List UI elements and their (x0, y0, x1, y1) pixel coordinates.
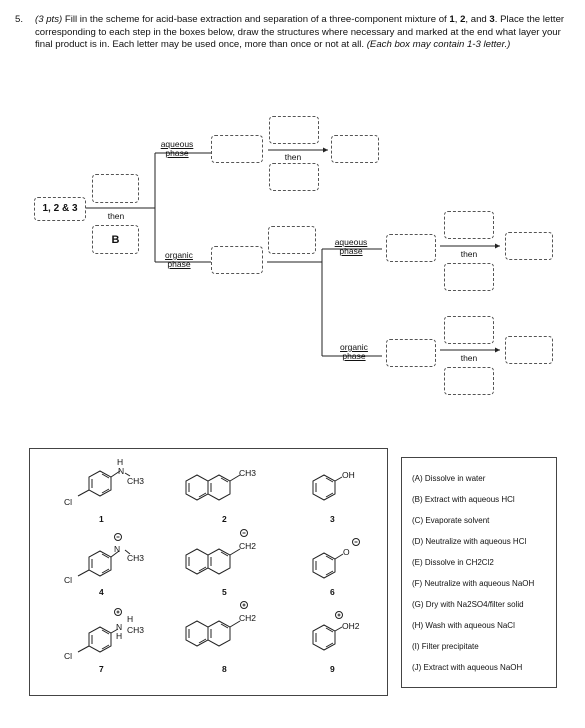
then-label: then (460, 353, 478, 363)
atom-ch3: CH3 (127, 476, 144, 486)
organic-phase-label-2: organic phase (340, 342, 368, 361)
compound-number-4: 4 (99, 587, 104, 597)
compound-number-3: 3 (330, 514, 335, 524)
compound-number-9: 9 (330, 664, 335, 674)
legend-item-b: (B) Extract with aqueous HCl (412, 495, 515, 504)
compound-1-structure (77, 470, 131, 497)
then-label: then (460, 249, 478, 259)
atom-ch3: CH3 (239, 468, 256, 478)
legend-item-h: (H) Wash with aqueous NaCl (412, 621, 515, 630)
atom-cl: Cl (64, 575, 72, 585)
compound-7-structure (77, 608, 122, 653)
sep: , and (465, 14, 490, 25)
atom-h: H (127, 614, 133, 624)
legend-item-j: (J) Extract with aqueous NaOH (412, 663, 523, 672)
compound-number-5: 5 (222, 587, 227, 597)
atom-h: H (116, 631, 122, 641)
answer-box-aq3[interactable] (269, 163, 319, 191)
sep: , (454, 14, 461, 25)
aqueous-phase-label: aqueous phase (160, 139, 194, 158)
answer-box-aq2-2[interactable] (444, 211, 494, 239)
answer-box-org2-3[interactable] (444, 367, 494, 395)
atom-ch3: CH3 (127, 553, 144, 563)
answer-box-aq2[interactable] (269, 116, 319, 144)
compound-2-structure (185, 474, 241, 501)
compound-ref-1: 1 (449, 14, 455, 25)
answer-box-org1[interactable] (211, 246, 263, 274)
scheme-lines (86, 147, 500, 357)
compound-ref-3: 3 (489, 14, 495, 25)
start-mixture-label: 1, 2 & 3 (42, 203, 78, 214)
legend-item-i: (I) Filter precipitate (412, 642, 479, 651)
legend-item-e: (E) Dissolve in CH2Cl2 (412, 558, 494, 567)
legend-item-g: (G) Dry with Na2SO4/filter solid (412, 600, 524, 609)
compound-6-structure (312, 538, 360, 579)
atom-n: N (114, 544, 120, 554)
question-line2: Place the letter corresponding to each s… (35, 14, 565, 51)
atom-n: N (118, 466, 124, 476)
organic-phase-label: organic phase (165, 250, 193, 269)
compound-5-structure (185, 529, 248, 575)
answer-box-org2[interactable] (268, 226, 316, 254)
answer-box-step1a[interactable] (92, 174, 139, 203)
atom-oh: OH (342, 470, 355, 480)
legend-item-f: (F) Neutralize with aqueous NaOH (412, 579, 535, 588)
answer-box-aq2-product[interactable] (505, 232, 553, 260)
compound-number-7: 7 (99, 664, 104, 674)
compound-number-8: 8 (222, 664, 227, 674)
step-legend: (A) Dissolve in water (B) Extract with a… (401, 457, 557, 688)
compound-9-structure (312, 611, 343, 651)
answer-box-org2-1[interactable] (386, 339, 436, 367)
question-text: 5. (3 pts) Fill in the scheme for acid-b… (15, 14, 575, 52)
compound-number-1: 1 (99, 514, 104, 524)
step-letter-b: B (111, 233, 120, 246)
compound-ref-2: 2 (460, 14, 466, 25)
structures: N H CH3 Cl CH3 OH N CH3 Cl CH2 O N H CH3… (64, 457, 360, 661)
legend-item-a: (A) Dissolve in water (412, 474, 486, 483)
answer-box-step1b[interactable]: B (92, 225, 139, 254)
answer-box-aq2-3[interactable] (444, 263, 494, 291)
atom-ch2: CH2 (239, 613, 256, 623)
aqueous-phase-label-2: aqueous phase (334, 237, 368, 256)
compound-number-6: 6 (330, 587, 335, 597)
question-line1: Fill in the scheme for acid-base extract… (64, 14, 447, 25)
atom-oh2: OH2 (342, 621, 360, 631)
answer-box-org2-2[interactable] (444, 316, 494, 344)
answer-box-aq1[interactable] (211, 135, 263, 163)
compound-number-2: 2 (222, 514, 227, 524)
atom-o: O (343, 547, 350, 557)
atom-ch3: CH3 (127, 625, 144, 635)
atom-ch2: CH2 (239, 541, 256, 551)
sep: . (494, 14, 498, 25)
then-label: then (107, 211, 125, 221)
question-number: 5. (15, 14, 24, 25)
start-mixture-box: 1, 2 & 3 (34, 197, 86, 221)
legend-item-d: (D) Neutralize with aqueous HCl (412, 537, 527, 546)
atom-cl: Cl (64, 497, 72, 507)
question-note: (Each box may contain 1-3 letter.) (366, 39, 511, 51)
legend-item-c: (C) Evaporate solvent (412, 516, 490, 525)
compound-structures-panel: N H CH3 Cl CH3 OH N CH3 Cl CH2 O N H CH3… (29, 448, 388, 696)
atom-cl: Cl (64, 651, 72, 661)
answer-box-aq-product[interactable] (331, 135, 379, 163)
then-label: then (284, 152, 302, 162)
answer-box-org2-product[interactable] (505, 336, 553, 364)
question-points: (3 pts) (35, 14, 63, 25)
atom-n: N (116, 622, 122, 632)
compound-4-structure (77, 533, 131, 577)
answer-box-aq2-1[interactable] (386, 234, 436, 262)
compound-8-structure (185, 601, 248, 647)
compound-3-structure (312, 474, 343, 501)
atom-h: H (117, 457, 123, 467)
